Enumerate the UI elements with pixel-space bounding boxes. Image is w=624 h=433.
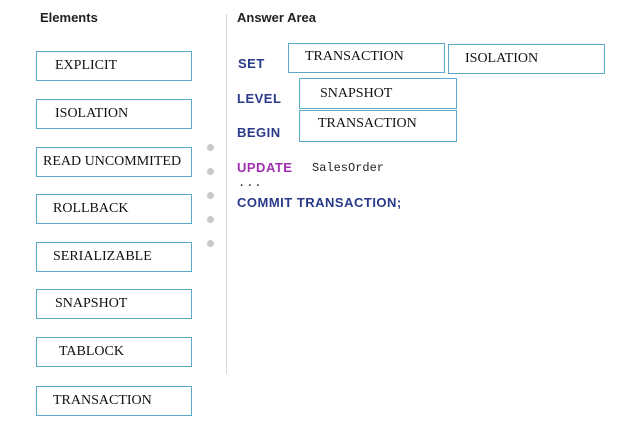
element-read-uncommited[interactable]: READ UNCOMMITED — [36, 147, 192, 177]
slot-label: SNAPSHOT — [320, 85, 393, 101]
elements-heading: Elements — [40, 10, 98, 25]
element-tablock[interactable]: TABLOCK — [36, 337, 192, 367]
element-label: TABLOCK — [59, 344, 124, 359]
panel-divider — [226, 14, 227, 374]
element-transaction[interactable]: TRANSACTION — [36, 386, 192, 416]
answer-slot-begin[interactable]: TRANSACTION — [299, 110, 457, 142]
element-label: READ UNCOMMITED — [43, 154, 182, 169]
handle-dot — [207, 216, 214, 223]
handle-dot — [207, 168, 214, 175]
slot-label: ISOLATION — [465, 51, 539, 66]
element-label: ROLLBACK — [53, 201, 129, 216]
keyword-level: LEVEL — [237, 91, 282, 106]
handle-dot — [207, 192, 214, 199]
answer-slot-level[interactable]: SNAPSHOT — [299, 78, 457, 109]
element-isolation[interactable]: ISOLATION — [36, 99, 192, 129]
slot-label: TRANSACTION — [318, 116, 417, 131]
keyword-begin: BEGIN — [237, 125, 281, 140]
keyword-set: SET — [238, 56, 265, 71]
element-serializable[interactable]: SERIALIZABLE — [36, 242, 192, 272]
element-label: SERIALIZABLE — [53, 249, 152, 264]
element-rollback[interactable]: ROLLBACK — [36, 194, 192, 224]
keyword-update: UPDATE — [237, 160, 293, 175]
ellipsis: ... — [238, 176, 263, 190]
answer-area-heading: Answer Area — [237, 10, 316, 25]
handle-dot — [207, 144, 214, 151]
handle-dot — [207, 240, 214, 247]
element-label: TRANSACTION — [53, 393, 152, 408]
element-label: SNAPSHOT — [55, 296, 128, 311]
element-label: ISOLATION — [55, 106, 129, 121]
answer-slot-set-1[interactable]: TRANSACTION — [288, 43, 445, 73]
element-explicit[interactable]: EXPLICIT — [36, 51, 192, 81]
table-name: SalesOrder — [312, 161, 385, 175]
slot-label: TRANSACTION — [305, 49, 404, 64]
commit-statement: COMMIT TRANSACTION; — [237, 195, 402, 210]
element-snapshot[interactable]: SNAPSHOT — [36, 289, 192, 319]
element-label: EXPLICIT — [55, 58, 118, 73]
answer-slot-set-2[interactable]: ISOLATION — [448, 44, 605, 74]
